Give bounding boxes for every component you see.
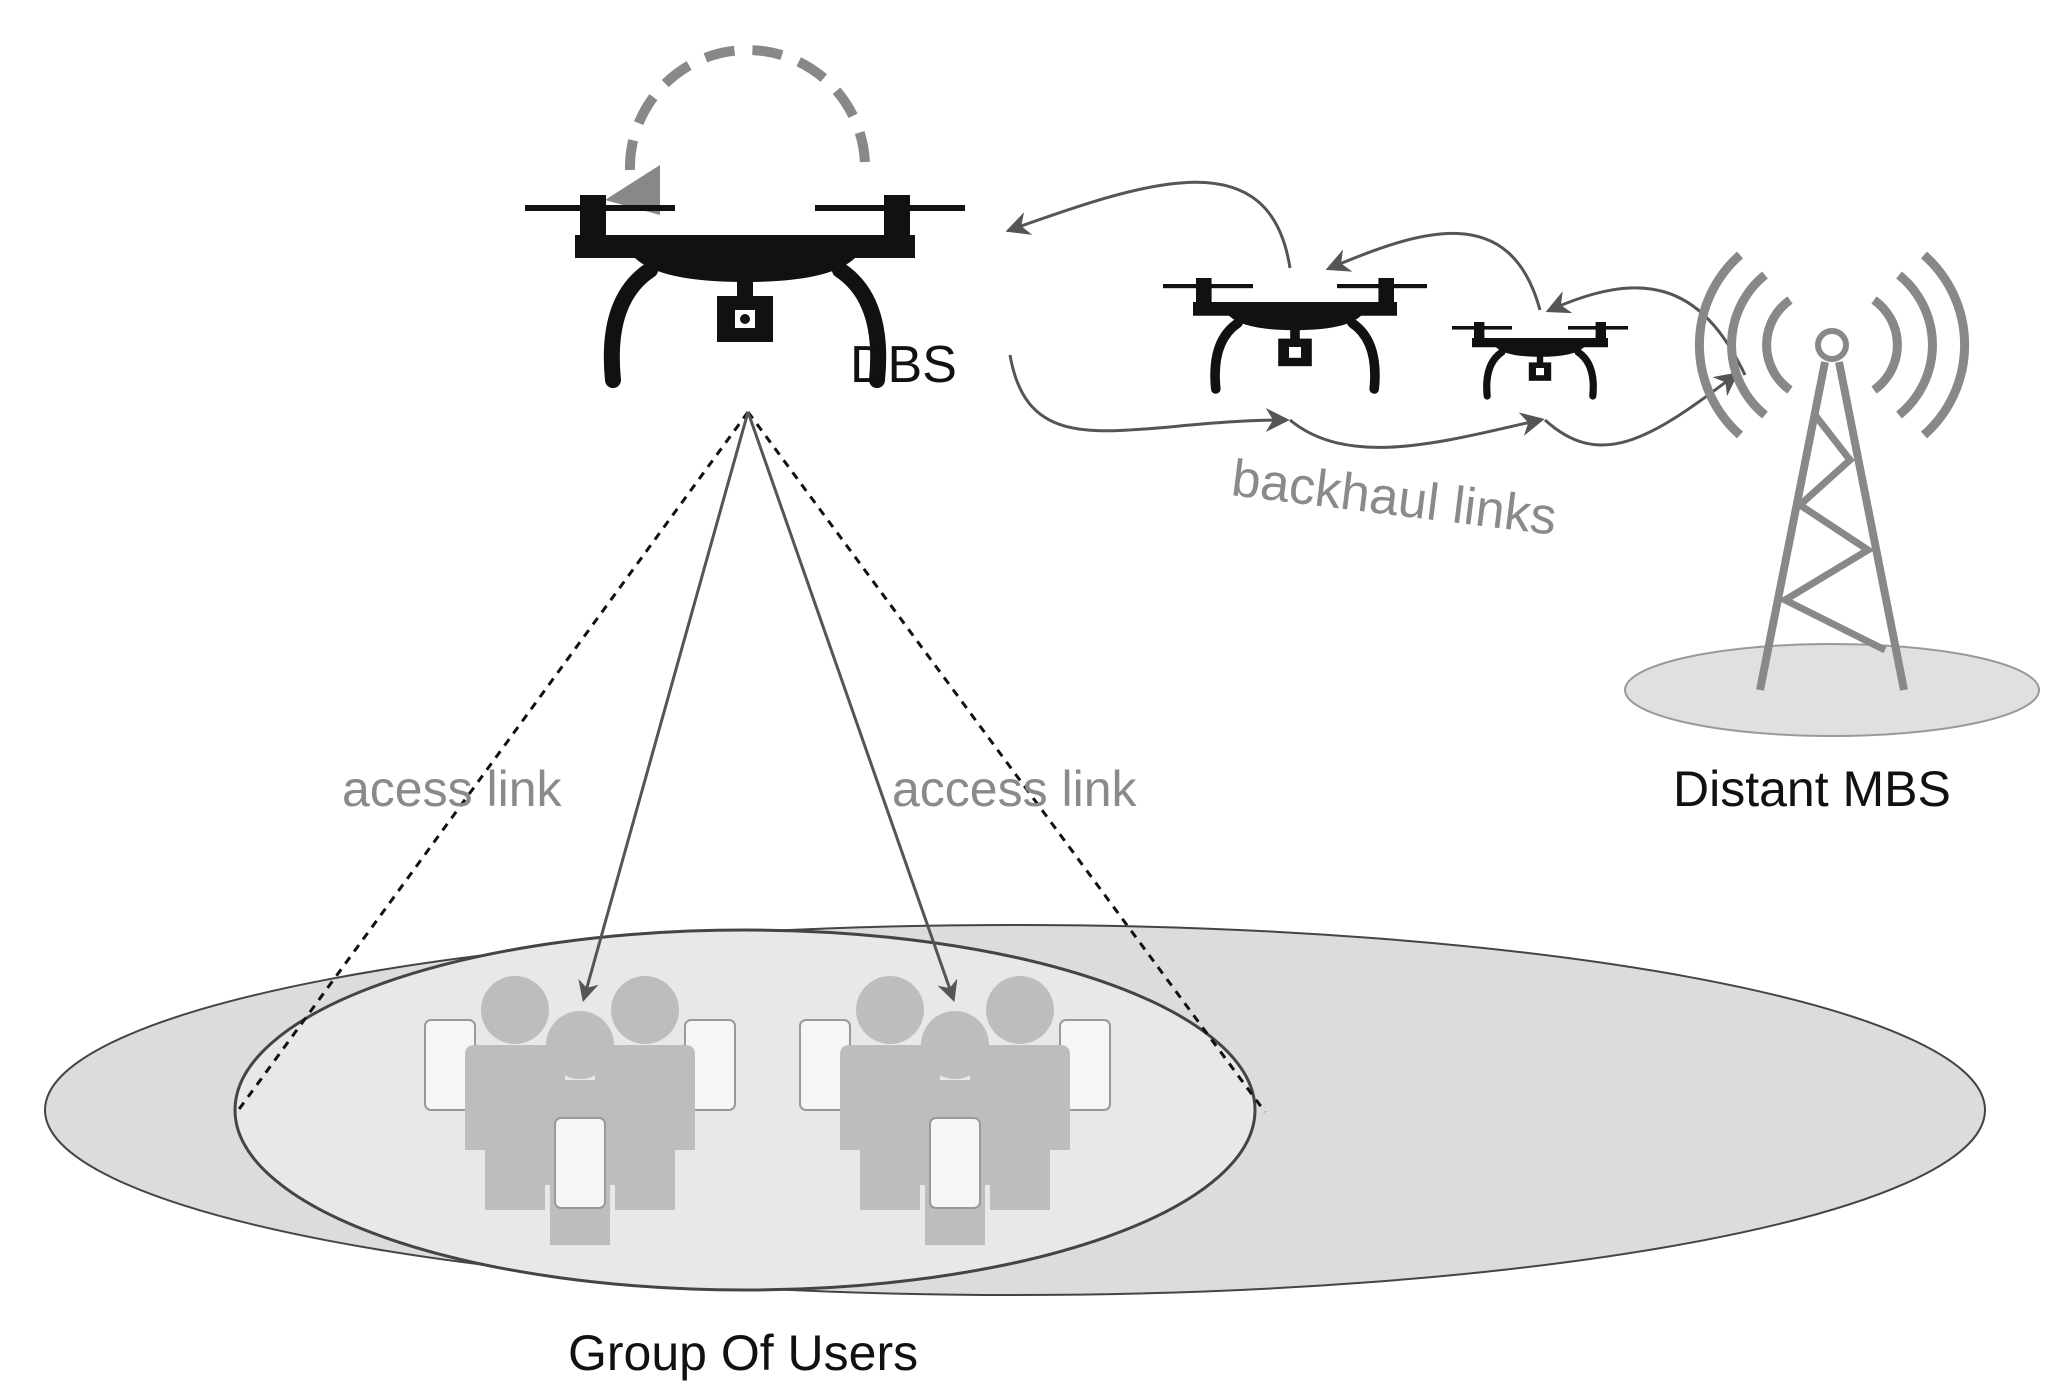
rotation-indicator-icon — [624, 44, 870, 171]
backhaul-arrow — [1005, 180, 1292, 269]
camera-icon — [717, 296, 773, 342]
backhaul-arrow — [1008, 354, 1290, 433]
backhaul-arrow — [1545, 286, 1747, 376]
backhaul-arrow — [1325, 232, 1542, 311]
backhaul-links-label: backhaul links — [1229, 449, 1560, 546]
backhaul-arrow — [1289, 412, 1545, 449]
access-link-arrow-left — [578, 411, 750, 1003]
access-link-label-right: access link — [892, 761, 1138, 817]
cell-tower-icon — [1694, 251, 1970, 691]
group-of-users-label: Group Of Users — [568, 1325, 918, 1381]
mbs-coverage-area — [1624, 643, 2040, 737]
rotation-arrowhead-icon — [605, 165, 660, 215]
user-group-right — [799, 976, 1111, 1245]
phone-icon — [554, 1117, 606, 1209]
access-link-label-left: acess link — [342, 761, 563, 817]
dbs-label: DBS — [850, 336, 957, 394]
backhaul-arrow — [1543, 372, 1739, 447]
dbs-drone-icon — [525, 195, 965, 388]
user-group-left — [424, 976, 736, 1245]
coverage-cone-left — [235, 411, 750, 1113]
phone-icon — [929, 1117, 981, 1209]
distant-mbs-label: Distant MBS — [1673, 761, 1951, 817]
relay-drone-icon — [1452, 322, 1628, 400]
access-link-arrow-right — [746, 411, 958, 1002]
relay-drone-icon — [1163, 278, 1427, 394]
coverage-cone-right — [746, 411, 1267, 1113]
